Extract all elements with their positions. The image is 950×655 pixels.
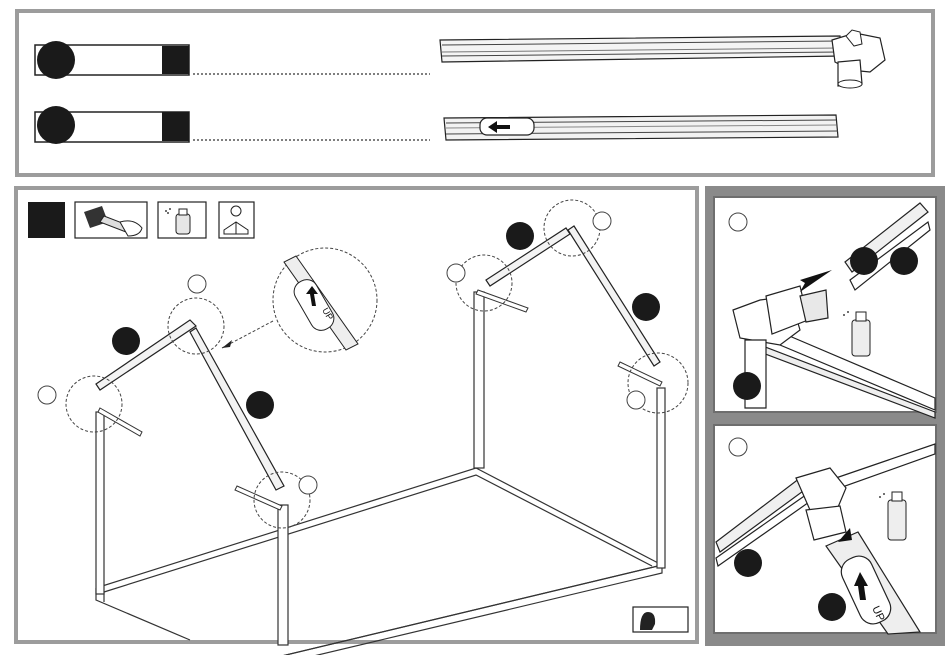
rail-connector-detail: [733, 203, 935, 418]
reference-circle: [729, 438, 747, 456]
insert-arrow-icon: [800, 270, 832, 292]
reference-circle: [729, 213, 747, 231]
spray-can-icon: [879, 492, 906, 540]
spray-can-icon: [843, 311, 870, 356]
detail-callouts-2: [734, 549, 846, 621]
